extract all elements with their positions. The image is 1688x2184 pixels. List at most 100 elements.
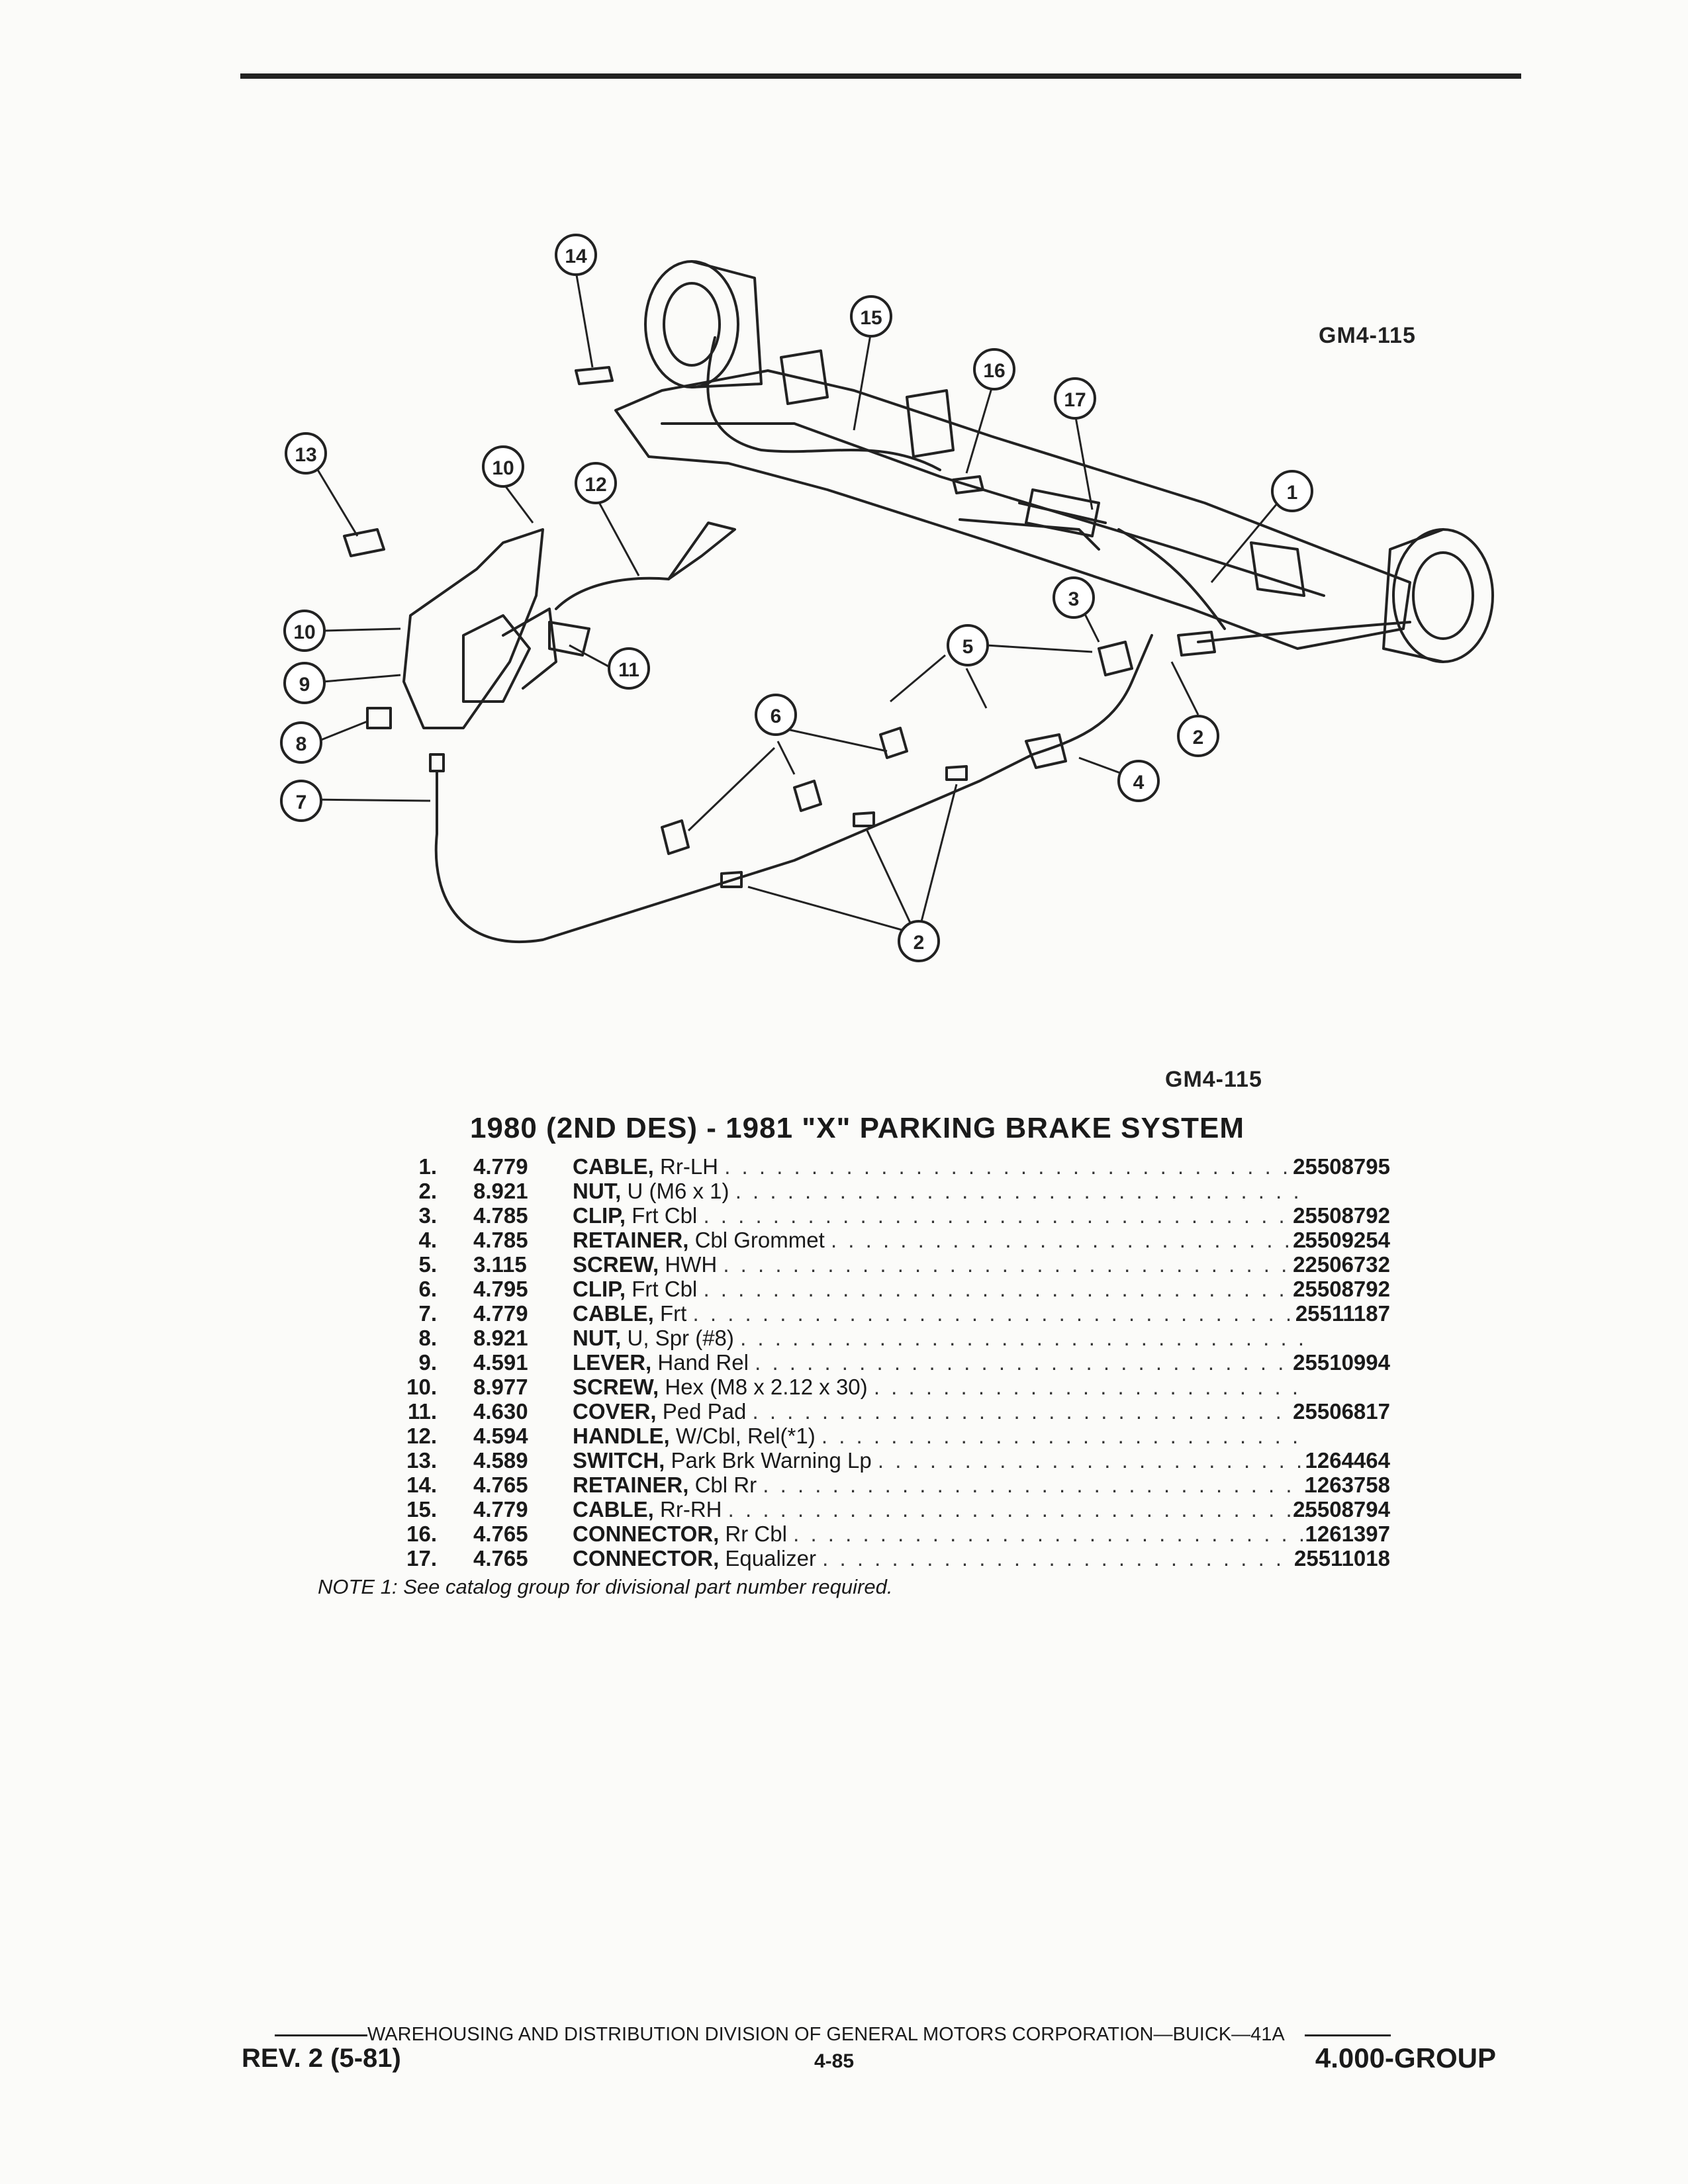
callout-13: 13 — [285, 432, 327, 475]
part-name: SCREW, — [573, 1252, 659, 1277]
leader-dots: . . . . . . . . . . . . . . . . . . . . … — [873, 1375, 1307, 1399]
part-number: 25508795 — [1293, 1154, 1390, 1179]
part-number: 1264464 — [1305, 1448, 1390, 1473]
leader-dots: . . . . . . . . . . . . . . . . . . . . … — [877, 1448, 1307, 1473]
part-group-code: 8.977 — [473, 1375, 528, 1399]
leader-dots: . . . . . . . . . . . . . . . . . . . . … — [763, 1473, 1307, 1497]
part-description: SCREW, HWH . . . . . . . . . . . . . . .… — [573, 1252, 1307, 1277]
leader-dots: . . . . . . . . . . . . . . . . . . . . … — [740, 1326, 1307, 1350]
part-group-code: 3.115 — [473, 1252, 527, 1277]
part-number: 22506732 — [1293, 1252, 1390, 1277]
part-description: CLIP, Frt Cbl . . . . . . . . . . . . . … — [573, 1203, 1307, 1228]
part-detail: W/Cbl, Rel(*1) — [675, 1424, 816, 1448]
part-index: 5. — [418, 1252, 437, 1277]
leader-dots: . . . . . . . . . . . . . . . . . . . . … — [723, 1252, 1307, 1277]
part-name: CONNECTOR, — [573, 1546, 720, 1570]
part-group-code: 4.779 — [473, 1301, 528, 1326]
callout-17: 17 — [1054, 377, 1096, 420]
svg-text:15: 15 — [860, 307, 882, 329]
part-detail: U, Spr (#8) — [627, 1326, 734, 1350]
part-number: 1261397 — [1305, 1522, 1390, 1546]
leader-dots: . . . . . . . . . . . . . . . . . . . . … — [703, 1203, 1307, 1228]
part-detail: Rr-LH — [660, 1154, 719, 1179]
part-description: CONNECTOR, Rr Cbl . . . . . . . . . . . … — [573, 1522, 1307, 1546]
callout-1: 1 — [1271, 470, 1313, 512]
part-name: COVER, — [573, 1399, 657, 1424]
part-index: 8. — [418, 1326, 437, 1350]
part-index: 1. — [418, 1154, 437, 1179]
parking-brake-diagram: 14 15 16 17 13 10 12 1 3 10 5 11 9 6 2 8… — [280, 234, 1494, 962]
footer-division-line: WAREHOUSING AND DISTRIBUTION DIVISION OF… — [275, 2024, 1391, 2046]
part-index: 4. — [418, 1228, 437, 1252]
svg-text:10: 10 — [293, 621, 315, 643]
callout-10-top: 10 — [482, 445, 524, 488]
part-detail: Hex (M8 x 2.12 x 30) — [665, 1375, 868, 1399]
part-group-code: 4.765 — [473, 1522, 528, 1546]
part-group-code: 4.785 — [473, 1203, 528, 1228]
group-label: 4.000-GROUP — [1315, 2042, 1496, 2073]
callout-7: 7 — [280, 780, 322, 822]
part-detail: Park Brk Warning Lp — [671, 1448, 872, 1473]
svg-text:6: 6 — [771, 705, 782, 727]
part-description: RETAINER, Cbl Grommet . . . . . . . . . … — [573, 1228, 1307, 1252]
footer-division: WAREHOUSING AND DISTRIBUTION DIVISION OF… — [367, 2024, 1285, 2045]
callout-5: 5 — [947, 624, 989, 666]
part-index: 17. — [406, 1546, 437, 1570]
part-name: RETAINER, — [573, 1228, 689, 1252]
page-number: 4-85 — [814, 2050, 855, 2072]
part-group-code: 4.765 — [473, 1473, 528, 1497]
part-index: 13. — [406, 1448, 437, 1473]
leader-dots: . . . . . . . . . . . . . . . . . . . . … — [793, 1522, 1307, 1546]
figure-code-top: GM4-115 — [1319, 323, 1416, 348]
part-description: SCREW, Hex (M8 x 2.12 x 30) . . . . . . … — [573, 1375, 1307, 1399]
svg-text:4: 4 — [1133, 772, 1145, 794]
callout-8: 8 — [280, 721, 322, 764]
part-group-code: 4.591 — [473, 1350, 528, 1375]
svg-text:13: 13 — [295, 444, 316, 466]
callout-14: 14 — [555, 234, 597, 276]
part-index: 2. — [418, 1179, 437, 1203]
part-detail: Rr Cbl — [725, 1522, 787, 1546]
part-index: 16. — [406, 1522, 437, 1546]
callout-9: 9 — [283, 662, 326, 704]
part-group-code: 4.630 — [473, 1399, 528, 1424]
part-group-code: 4.779 — [473, 1497, 528, 1522]
part-number: 25510994 — [1293, 1350, 1390, 1375]
part-number: 25511018 — [1293, 1546, 1390, 1570]
part-group-code: 4.594 — [473, 1424, 528, 1448]
page-title: 1980 (2ND DES) - 1981 "X" PARKING BRAKE … — [469, 1112, 1245, 1144]
part-index: 7. — [418, 1301, 437, 1326]
callout-4: 4 — [1117, 760, 1160, 802]
leader-dots: . . . . . . . . . . . . . . . . . . . . … — [724, 1154, 1307, 1179]
svg-text:9: 9 — [299, 674, 310, 696]
svg-text:14: 14 — [565, 246, 587, 267]
figure-code-bottom: GM4-115 — [1165, 1067, 1262, 1092]
svg-text:5: 5 — [962, 636, 974, 658]
part-name: CLIP, — [573, 1277, 626, 1301]
part-group-code: 8.921 — [473, 1179, 528, 1203]
part-description: HANDLE, W/Cbl, Rel(*1) . . . . . . . . .… — [573, 1424, 1307, 1448]
part-detail: Cbl Rr — [694, 1473, 757, 1497]
svg-text:8: 8 — [296, 733, 307, 755]
part-name: HANDLE, — [573, 1424, 670, 1448]
svg-text:2: 2 — [914, 932, 925, 954]
footnote: NOTE 1: See catalog group for divisional… — [318, 1575, 893, 1598]
part-detail: Ped Pad — [662, 1399, 747, 1424]
footer-rule-right — [1304, 2034, 1391, 2036]
part-index: 9. — [418, 1350, 437, 1375]
top-rule — [240, 73, 1521, 79]
callout-6: 6 — [755, 694, 797, 736]
callout-15: 15 — [850, 295, 892, 338]
leader-dots: . . . . . . . . . . . . . . . . . . . . … — [830, 1228, 1307, 1252]
callout-12: 12 — [575, 462, 617, 504]
callout-11: 11 — [608, 647, 650, 690]
part-number: 25508792 — [1293, 1277, 1390, 1301]
